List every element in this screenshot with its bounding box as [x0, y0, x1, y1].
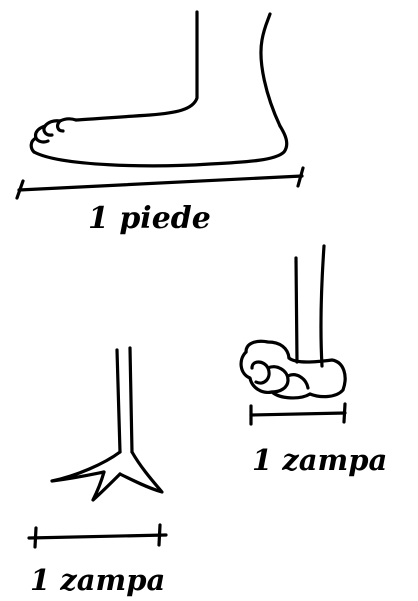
bird-foot-ruler: [29, 525, 166, 547]
elephant-foot-label: 1 zampa: [252, 443, 387, 477]
elephant-foot-group: 1 zampa: [241, 246, 387, 477]
human-foot-icon: [31, 12, 287, 166]
human-foot-ruler: [17, 168, 303, 198]
human-foot-label: 1 piede: [88, 201, 211, 236]
elephant-foot-ruler: [251, 404, 345, 424]
bird-foot-group: 1 zampa: [29, 348, 166, 597]
bird-foot-icon: [52, 348, 162, 500]
elephant-foot-icon: [241, 246, 345, 398]
human-foot-group: 1 piede: [17, 12, 303, 236]
bird-foot-label: 1 zampa: [30, 563, 165, 597]
